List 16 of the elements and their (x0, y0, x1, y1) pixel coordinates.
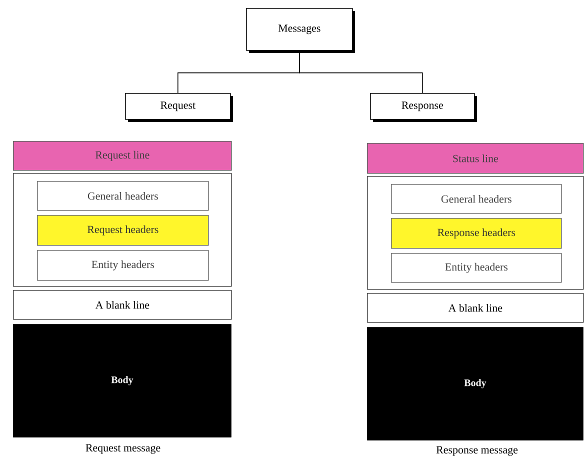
header-box: Entity headers (37, 250, 209, 281)
header-box: Request headers (37, 215, 209, 246)
header-box: Response headers (391, 218, 562, 249)
start-line-bar: Request line (13, 141, 232, 171)
section-box: A blank line (13, 290, 232, 320)
category-box: Request (125, 93, 233, 122)
start-line-bar: Status line (367, 143, 584, 174)
section-box: A blank line (367, 293, 584, 323)
body-block: Body (13, 324, 232, 438)
header-box: General headers (391, 184, 562, 214)
connector-line (299, 50, 423, 94)
body-block: Body (367, 327, 584, 440)
category-box: Messages (246, 8, 355, 53)
header-box: Entity headers (391, 253, 562, 283)
header-box: General headers (37, 181, 209, 211)
category-box: Response (370, 93, 477, 122)
